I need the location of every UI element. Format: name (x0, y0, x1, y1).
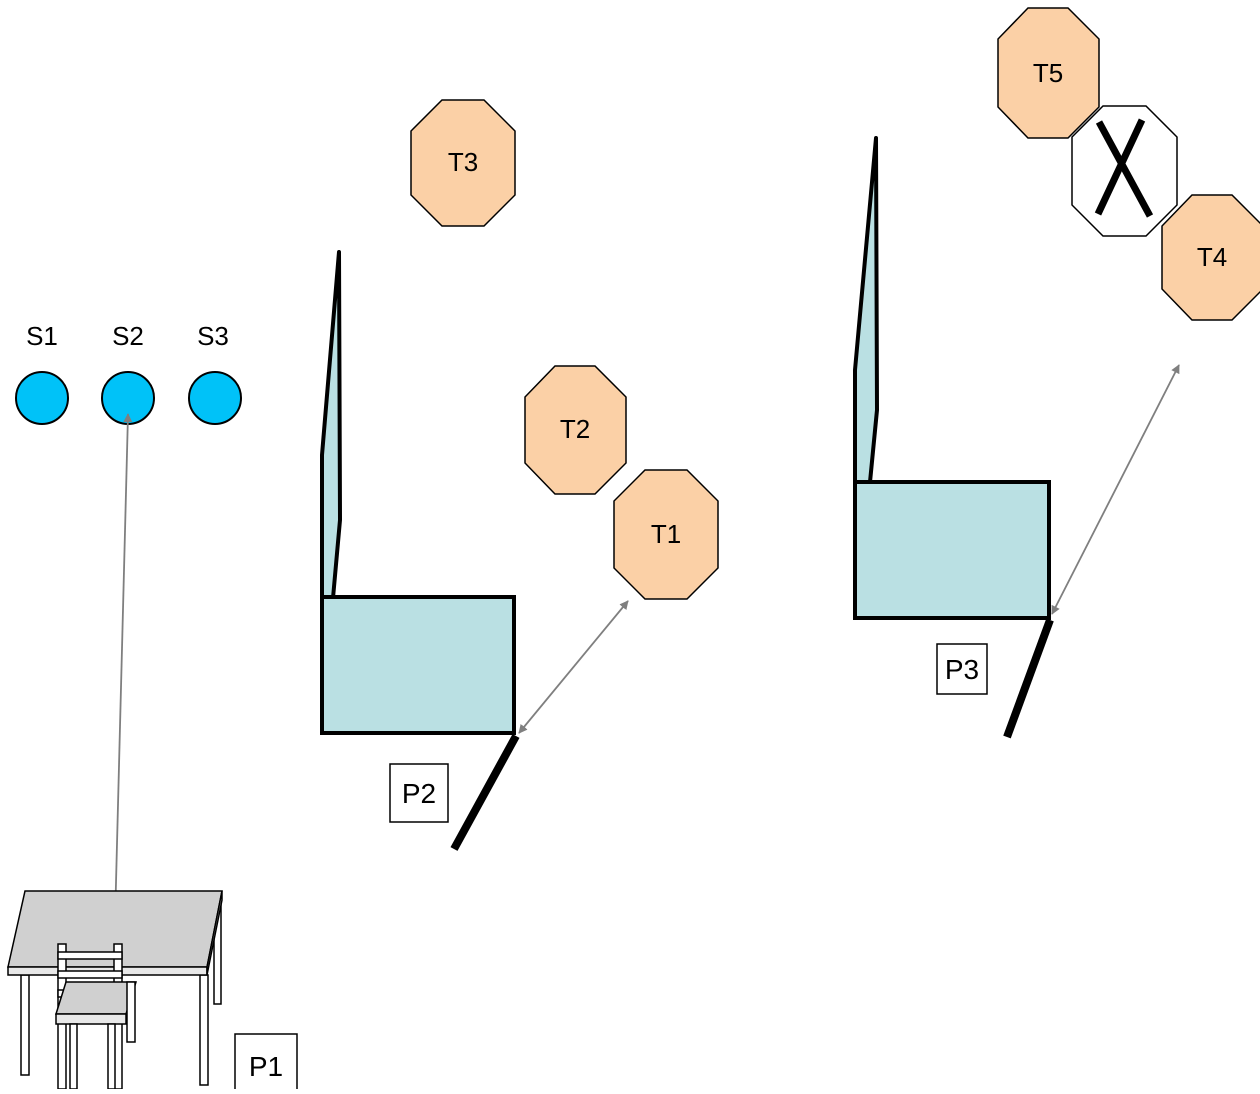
connections (110, 364, 1180, 923)
target-t4 (1161, 194, 1260, 321)
sensor-s1 (15, 371, 69, 425)
position-box-p2 (389, 763, 449, 823)
structure-p3: P3 (853, 136, 1054, 739)
arrow-s2-p1 (110, 413, 133, 923)
arrow-p2-t1 (518, 600, 629, 734)
target-label-t2: T2 (560, 414, 590, 444)
sensor-label-s3: S3 (197, 321, 229, 351)
structure-p2: P2 (320, 250, 520, 851)
target-label-t5: T5 (1033, 58, 1063, 88)
door-p2 (450, 734, 520, 851)
wall-p2 (320, 250, 342, 600)
sensor-label-s2: S2 (112, 321, 144, 351)
door-p3 (1003, 618, 1054, 739)
target-label-t3: T3 (448, 147, 478, 177)
targets: T3 T2 T1 T5 T4 (410, 7, 1260, 600)
arrow-p3-t4 (1051, 364, 1180, 615)
target-label-t4: T4 (1197, 242, 1227, 272)
room-p3 (853, 480, 1051, 620)
position-label-p3: P3 (945, 654, 979, 685)
position-box-p1 (234, 1033, 298, 1094)
position-label-p1: P1 (249, 1051, 283, 1082)
target-t5 (997, 7, 1100, 139)
target-t2 (524, 365, 627, 495)
target-label-t1: T1 (651, 519, 681, 549)
position-box-p3 (936, 643, 988, 695)
desk-icon (7, 890, 223, 1090)
target-t1 (613, 469, 719, 600)
sensor-s3 (188, 371, 242, 425)
target-t3 (410, 99, 516, 227)
position-label-p2: P2 (402, 778, 436, 809)
wall-p3 (853, 136, 879, 484)
x-blocked-icon (1094, 118, 1154, 218)
room-p2 (320, 595, 516, 735)
sensor-group: S1 S2 S3 (15, 321, 242, 425)
sensor-label-s1: S1 (26, 321, 58, 351)
